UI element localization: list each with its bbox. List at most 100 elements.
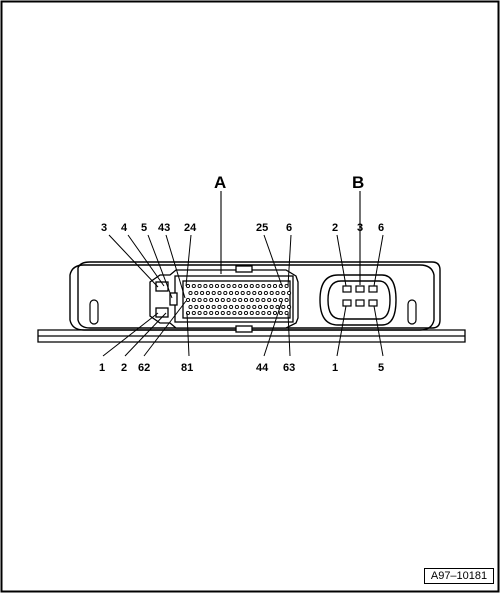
pin-cavity bbox=[205, 290, 210, 296]
pin-label-b-2: 2 bbox=[332, 222, 338, 234]
pin-leader-b-2 bbox=[336, 234, 347, 287]
pin-label-a-44: 44 bbox=[256, 362, 269, 374]
pin-cavity bbox=[275, 304, 280, 310]
pin-cavity bbox=[197, 297, 202, 303]
pin-cavity bbox=[238, 310, 243, 316]
pin-cavity bbox=[209, 310, 214, 316]
pin-cavity bbox=[200, 304, 205, 310]
pin-cavity bbox=[200, 290, 205, 296]
pin-cavity bbox=[220, 283, 225, 289]
pin-cavity bbox=[261, 310, 266, 316]
pin-leader-a-25 bbox=[263, 234, 283, 287]
mounting-slot-right bbox=[407, 299, 417, 325]
pin-cavity bbox=[269, 304, 274, 310]
pin-cavity bbox=[197, 283, 202, 289]
pin-cavity bbox=[226, 310, 231, 316]
pin-cavity bbox=[267, 297, 272, 303]
pin-label-a-25: 25 bbox=[256, 222, 268, 234]
pin-label-a-5: 5 bbox=[141, 222, 147, 234]
pin-label-a-43: 43 bbox=[158, 222, 170, 234]
pin-cavity bbox=[258, 290, 263, 296]
pin-cavity bbox=[284, 297, 289, 303]
pin-label-b-1: 1 bbox=[332, 362, 338, 374]
pin-cavity bbox=[214, 297, 220, 303]
pin-leader-b-1 bbox=[336, 305, 347, 357]
pin-label-a-6: 6 bbox=[286, 222, 292, 234]
pin-cavity bbox=[223, 290, 228, 296]
pin-cavity bbox=[226, 297, 231, 303]
pin-cavity bbox=[243, 297, 249, 303]
pin-cavity bbox=[188, 290, 193, 296]
connector-a-label: A bbox=[214, 173, 226, 192]
pin-leader-a-24 bbox=[185, 234, 192, 287]
pin-cavity bbox=[240, 304, 245, 310]
connector-b-label: B bbox=[352, 173, 364, 192]
pin-label-a-81: 81 bbox=[181, 362, 193, 374]
pin-cavity bbox=[232, 297, 237, 303]
pin-cavity bbox=[234, 290, 239, 296]
pin-cavity bbox=[243, 283, 249, 289]
pin-cavity bbox=[211, 304, 216, 310]
pin-label-a-2: 2 bbox=[121, 362, 127, 374]
pin-cavity bbox=[229, 290, 234, 296]
pin-cavity bbox=[269, 290, 274, 296]
pin-cavity bbox=[243, 310, 249, 316]
pin-leader-b-6 bbox=[373, 234, 384, 287]
pin-leader-a-3 bbox=[108, 234, 159, 288]
pin-cavity bbox=[272, 283, 278, 289]
pin-cavity bbox=[185, 297, 191, 303]
pin-cavity bbox=[214, 283, 220, 289]
pin-cavity bbox=[194, 290, 199, 296]
pin-cavity bbox=[240, 290, 245, 296]
pin-cavity bbox=[255, 310, 260, 316]
pin-cavity bbox=[203, 283, 208, 289]
pin-leader-a-62 bbox=[143, 300, 187, 357]
connector-a-pin-grid bbox=[185, 283, 292, 316]
pin-leader-a-5 bbox=[147, 234, 173, 299]
pin-cavity bbox=[234, 304, 239, 310]
pin-cavity bbox=[220, 297, 225, 303]
pin-cavity bbox=[209, 297, 214, 303]
pin-cavity bbox=[220, 310, 225, 316]
pin-cavity bbox=[287, 304, 292, 310]
pin-label-a-1: 1 bbox=[99, 362, 105, 374]
pin-cavity bbox=[287, 290, 292, 296]
pin-leader-a-43 bbox=[165, 234, 186, 299]
pin-leader-a-81 bbox=[186, 312, 190, 357]
pin-cavity bbox=[194, 304, 199, 310]
pin-leader-b-5 bbox=[373, 305, 384, 357]
mounting-slot-left bbox=[89, 299, 99, 325]
pin-label-b-3: 3 bbox=[357, 222, 363, 234]
pin-cavity bbox=[246, 304, 251, 310]
pin-cavity bbox=[203, 297, 208, 303]
pin-cavity bbox=[185, 283, 191, 289]
pin-cavity bbox=[229, 304, 234, 310]
pin-cavity bbox=[281, 304, 286, 310]
pin-leader-a-4 bbox=[127, 234, 165, 287]
pin-cavity bbox=[205, 304, 210, 310]
pin-label-a-63: 63 bbox=[283, 362, 295, 374]
pin-cavity bbox=[197, 310, 202, 316]
pin-cavity bbox=[191, 297, 196, 303]
pin-cavity bbox=[249, 310, 254, 316]
pin-cavity bbox=[272, 297, 278, 303]
pin-cavity bbox=[238, 297, 243, 303]
pin-cavity bbox=[232, 310, 237, 316]
pin-cavity bbox=[223, 304, 228, 310]
pin-cavity bbox=[267, 283, 272, 289]
pin-cavity bbox=[255, 297, 260, 303]
pin-leader-a-44 bbox=[263, 300, 283, 357]
pin-cavity bbox=[238, 283, 243, 289]
pin-label-a-62: 62 bbox=[138, 362, 150, 374]
pin-cavity bbox=[217, 290, 222, 296]
pin-cavity bbox=[249, 297, 254, 303]
pin-cavity bbox=[278, 297, 283, 303]
pin-cavity bbox=[263, 290, 268, 296]
connector-b-pins bbox=[342, 285, 378, 307]
pin-cavity bbox=[252, 304, 257, 310]
pin-leader-a-63 bbox=[287, 312, 291, 357]
pin-cavity bbox=[226, 283, 231, 289]
